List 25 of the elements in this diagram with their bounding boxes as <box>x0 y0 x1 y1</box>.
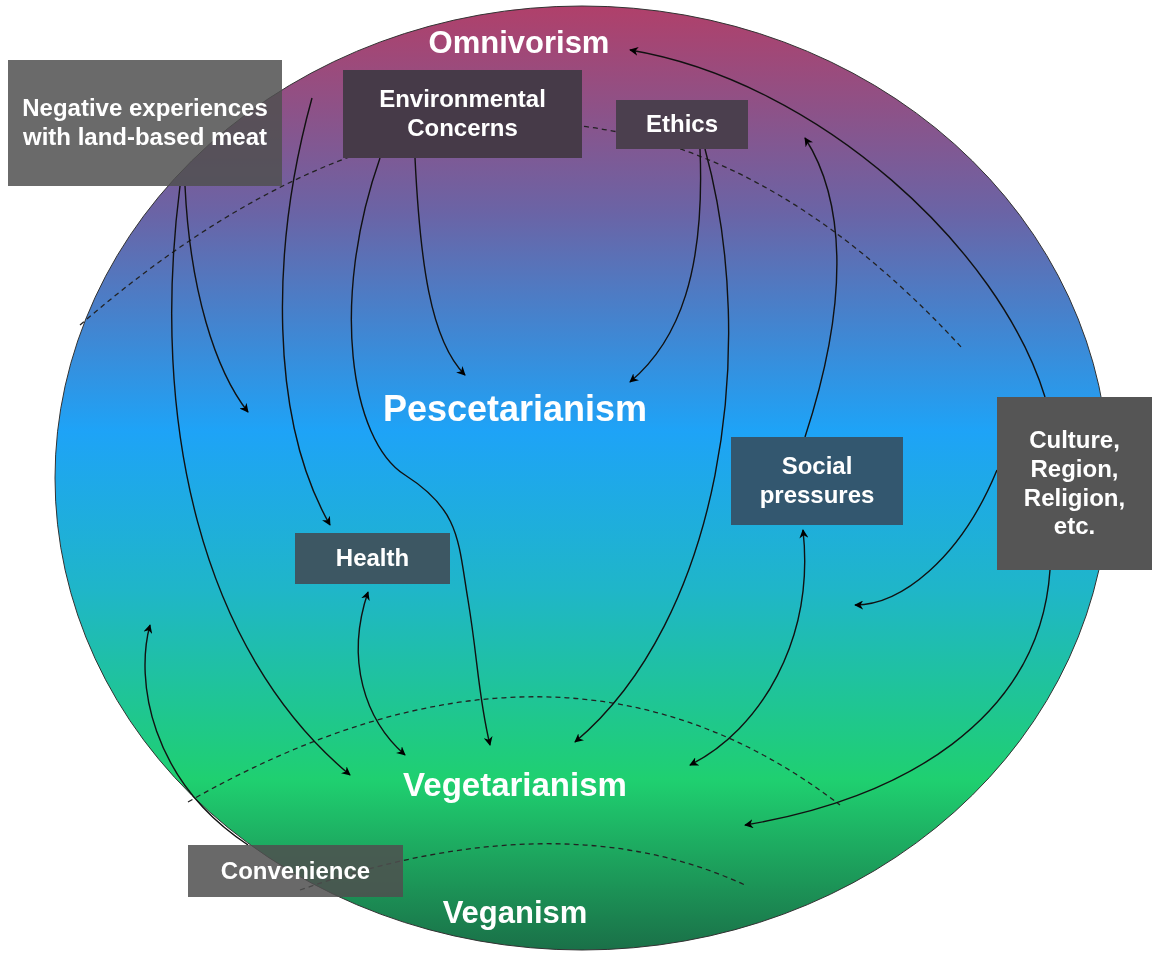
arrow <box>629 148 702 383</box>
arrow <box>414 157 466 376</box>
factor-box: Negative experiences with land-based meat <box>8 60 282 186</box>
arrow <box>744 569 1051 828</box>
zone-label: Omnivorism <box>412 20 626 64</box>
arrow <box>854 469 998 609</box>
arrow <box>574 148 729 743</box>
zone-label: Vegetarianism <box>385 762 645 806</box>
factor-box: Health <box>295 533 450 584</box>
arrow <box>184 185 249 413</box>
arrow <box>143 624 249 846</box>
factor-box: Environmental Concerns <box>343 70 582 158</box>
arrow <box>350 157 493 746</box>
factor-box: Social pressures <box>731 437 903 525</box>
arrow <box>282 97 331 526</box>
factor-box: Convenience <box>188 845 403 897</box>
arrow <box>804 137 838 438</box>
zone-label: Pescetarianism <box>360 385 670 433</box>
factor-box: Culture, Region, Religion, etc. <box>997 397 1152 570</box>
arrow <box>171 185 351 776</box>
arrow <box>689 529 808 766</box>
arrow <box>629 47 1046 398</box>
zone-label: Veganism <box>420 890 610 934</box>
arrow <box>357 591 406 756</box>
factor-box: Ethics <box>616 100 748 149</box>
